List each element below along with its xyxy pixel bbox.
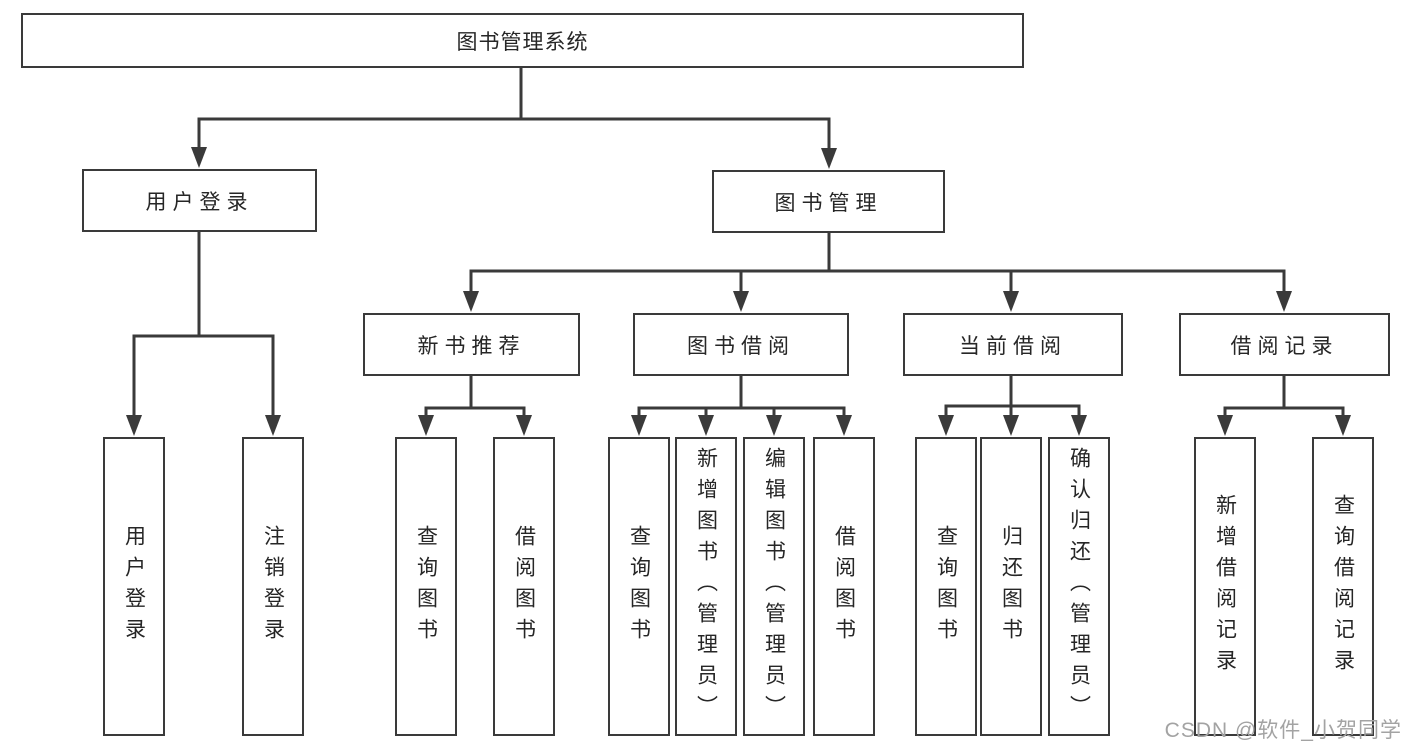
leaf-logout: 注销登录	[242, 437, 304, 736]
leaf-current-query-books: 查询图书	[915, 437, 977, 736]
leaf-user-login: 用户登录	[103, 437, 165, 736]
leaf-confirm-return-admin: 确认归还（管理员）	[1048, 437, 1110, 736]
leaf-return-books: 归还图书	[980, 437, 1042, 736]
node-library-management-system: 图书管理系统	[21, 13, 1024, 68]
leaf-recommend-borrow-books: 借阅图书	[493, 437, 555, 736]
node-book-borrowing: 图书借阅	[633, 313, 849, 376]
leaf-recommend-query-books: 查询图书	[395, 437, 457, 736]
watermark: CSDN @软件_小贺同学	[1164, 719, 1402, 742]
node-new-book-recommend: 新书推荐	[363, 313, 580, 376]
leaf-borrowing-query-books: 查询图书	[608, 437, 670, 736]
node-borrowing-records: 借阅记录	[1179, 313, 1390, 376]
node-book-management: 图书管理	[712, 170, 945, 233]
leaf-borrow-books: 借阅图书	[813, 437, 875, 736]
node-user-login: 用户登录	[82, 169, 317, 232]
leaf-edit-books-admin: 编辑图书（管理员）	[743, 437, 805, 736]
leaf-query-borrow-record: 查询借阅记录	[1312, 437, 1374, 736]
leaf-add-borrow-record: 新增借阅记录	[1194, 437, 1256, 736]
leaf-add-books-admin: 新增图书（管理员）	[675, 437, 737, 736]
node-current-borrowing: 当前借阅	[903, 313, 1123, 376]
